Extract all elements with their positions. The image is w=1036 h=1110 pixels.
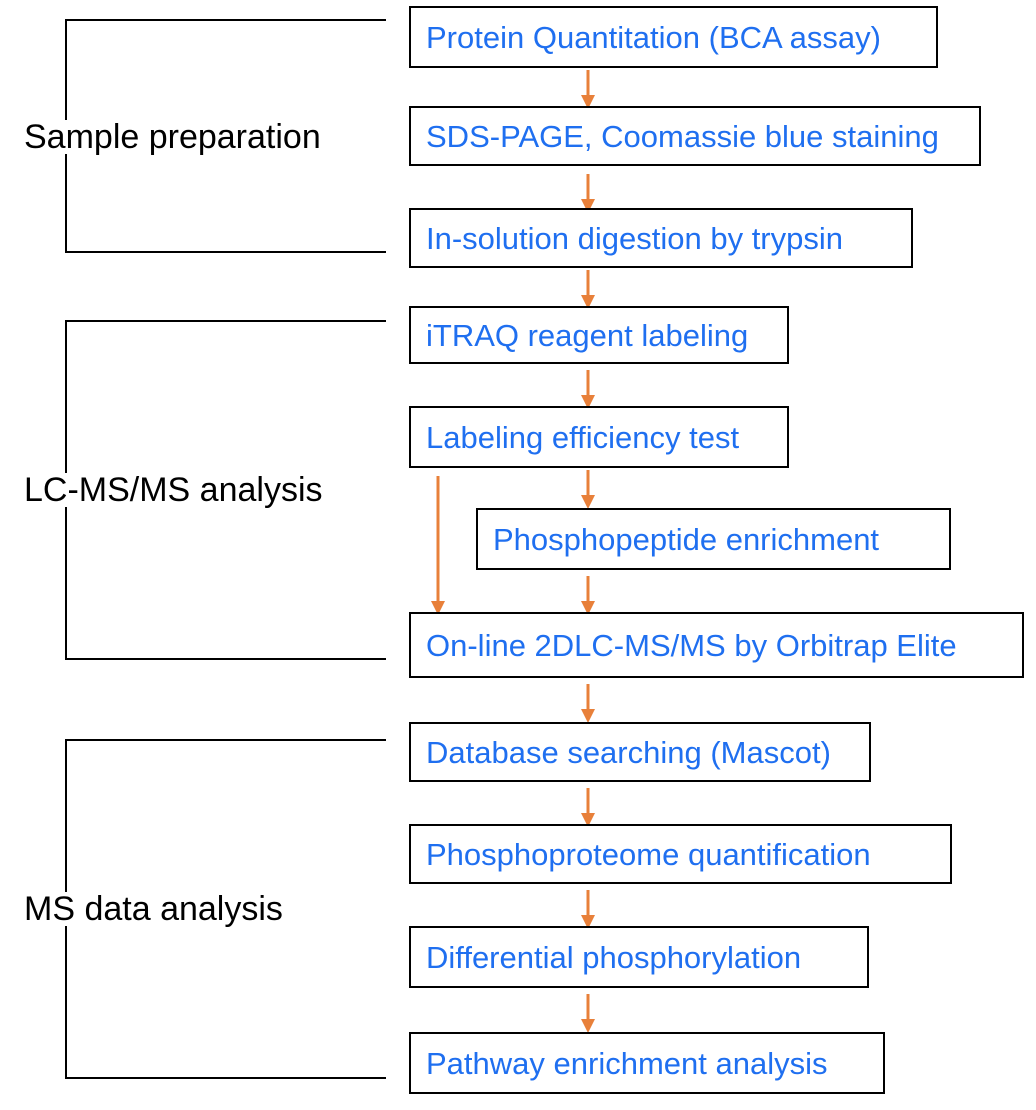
- step-phosphoproteome-quantification: Phosphoproteome quantification: [409, 824, 952, 884]
- step-labeling-efficiency-test: Labeling efficiency test: [409, 406, 789, 468]
- step-label: Labeling efficiency test: [426, 419, 740, 455]
- step-label: Database searching (Mascot): [426, 734, 831, 770]
- stage-label-ms-data-analysis: MS data analysis: [20, 892, 287, 926]
- step-label: Differential phosphorylation: [426, 939, 802, 975]
- step-itraq-labeling: iTRAQ reagent labeling: [409, 306, 789, 364]
- step-label: Phosphopeptide enrichment: [493, 521, 880, 557]
- step-label: Phosphoproteome quantification: [426, 836, 871, 872]
- step-pathway-enrichment: Pathway enrichment analysis: [409, 1032, 885, 1094]
- step-online-2dlc-ms: On-line 2DLC-MS/MS by Orbitrap Elite: [409, 612, 1024, 678]
- step-label: iTRAQ reagent labeling: [426, 317, 749, 353]
- step-protein-quantitation: Protein Quantitation (BCA assay): [409, 6, 938, 68]
- step-label: SDS-PAGE, Coomassie blue staining: [426, 118, 939, 154]
- step-label: Pathway enrichment analysis: [426, 1045, 828, 1081]
- step-phosphopeptide-enrichment: Phosphopeptide enrichment: [476, 508, 951, 570]
- step-differential-phosphorylation: Differential phosphorylation: [409, 926, 869, 988]
- step-sds-page: SDS-PAGE, Coomassie blue staining: [409, 106, 981, 166]
- stage-label-lc-ms-analysis: LC-MS/MS analysis: [20, 473, 327, 507]
- step-database-searching: Database searching (Mascot): [409, 722, 871, 782]
- step-label: On-line 2DLC-MS/MS by Orbitrap Elite: [426, 627, 957, 663]
- step-label: Protein Quantitation (BCA assay): [426, 19, 881, 55]
- stage-label-sample-preparation: Sample preparation: [20, 120, 325, 154]
- step-label: In-solution digestion by trypsin: [426, 220, 844, 256]
- step-in-solution-digestion: In-solution digestion by trypsin: [409, 208, 913, 268]
